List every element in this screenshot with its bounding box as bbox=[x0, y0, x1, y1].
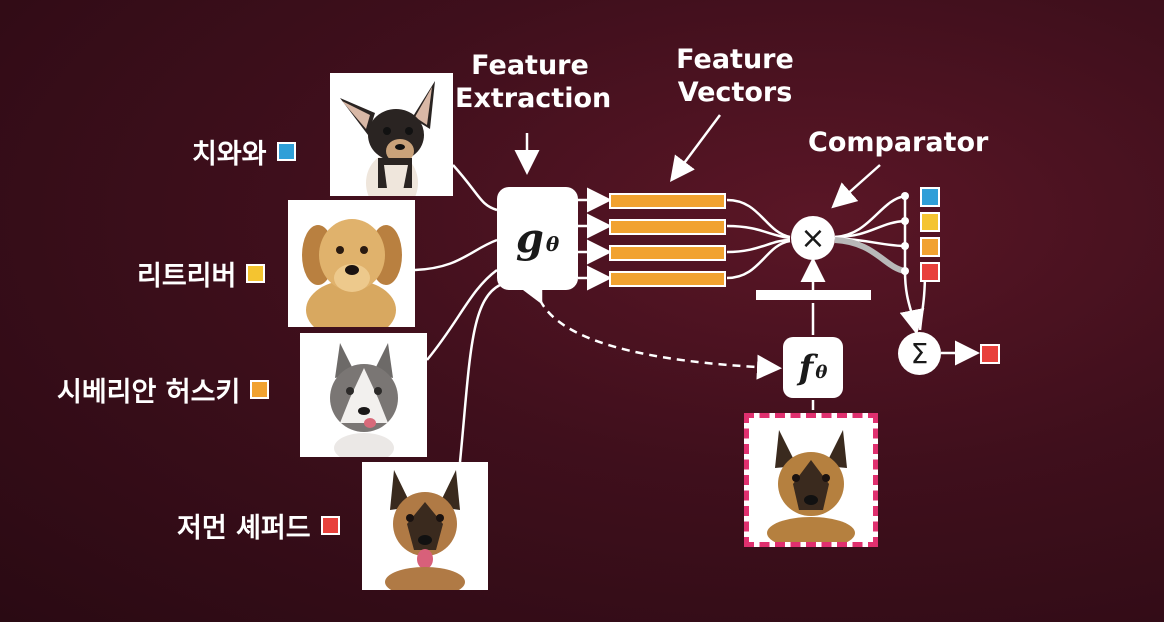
feature-extraction-heading: Feature Extraction bbox=[455, 49, 612, 115]
class-label-text: 치와와 bbox=[192, 139, 267, 170]
class-label-retriever: 리트리버 bbox=[137, 254, 266, 293]
husky-image bbox=[300, 333, 427, 457]
query-image bbox=[744, 413, 878, 547]
class-label-husky: 시베리안 허스키 bbox=[57, 370, 270, 409]
sum-symbol: Σ bbox=[910, 337, 929, 370]
g-symbol: g bbox=[515, 215, 544, 262]
f-subscript: θ bbox=[815, 362, 828, 383]
multiply-symbol: × bbox=[800, 220, 826, 256]
class-label-text: 리트리버 bbox=[137, 261, 237, 292]
sum-operator: Σ bbox=[898, 332, 941, 375]
feature-vectors-line2: Vectors bbox=[677, 77, 793, 108]
retriever-image bbox=[288, 200, 415, 327]
comparator-heading: Comparator bbox=[808, 127, 989, 158]
class-label-shepherd: 저먼 셰퍼드 bbox=[177, 506, 340, 545]
feature-vector-bar-2 bbox=[609, 219, 726, 235]
class-color-swatch bbox=[276, 142, 296, 161]
class-color-swatch bbox=[246, 264, 266, 283]
feature-vectors-line1: Feature bbox=[676, 44, 794, 75]
class-label-text: 시베리안 허스키 bbox=[57, 377, 241, 408]
f-symbol: f bbox=[798, 347, 814, 388]
output-square-shepherd bbox=[920, 262, 940, 282]
feature-vector-bar-4 bbox=[609, 271, 726, 287]
final-output-square bbox=[980, 344, 1000, 364]
feature-vectors-heading: Feature Vectors bbox=[660, 43, 810, 109]
class-label-chihuahua: 치와와 bbox=[192, 132, 296, 171]
output-square-husky bbox=[920, 237, 940, 257]
output-square-retriever bbox=[920, 212, 940, 232]
output-square-chihuahua bbox=[920, 187, 940, 207]
feature-extraction-line1: Feature bbox=[471, 50, 589, 81]
class-color-swatch bbox=[320, 516, 340, 535]
g-subscript: θ bbox=[545, 231, 560, 256]
class-label-text: 저먼 셰퍼드 bbox=[177, 513, 311, 544]
feature-vector-bar-1 bbox=[609, 193, 726, 209]
chihuahua-image bbox=[330, 73, 453, 196]
multiply-operator: × bbox=[791, 216, 835, 260]
class-color-swatch bbox=[250, 380, 270, 399]
feature-extraction-line2: Extraction bbox=[455, 83, 612, 114]
feature-vector-bar-3 bbox=[609, 245, 726, 261]
shepherd-image bbox=[362, 462, 488, 590]
